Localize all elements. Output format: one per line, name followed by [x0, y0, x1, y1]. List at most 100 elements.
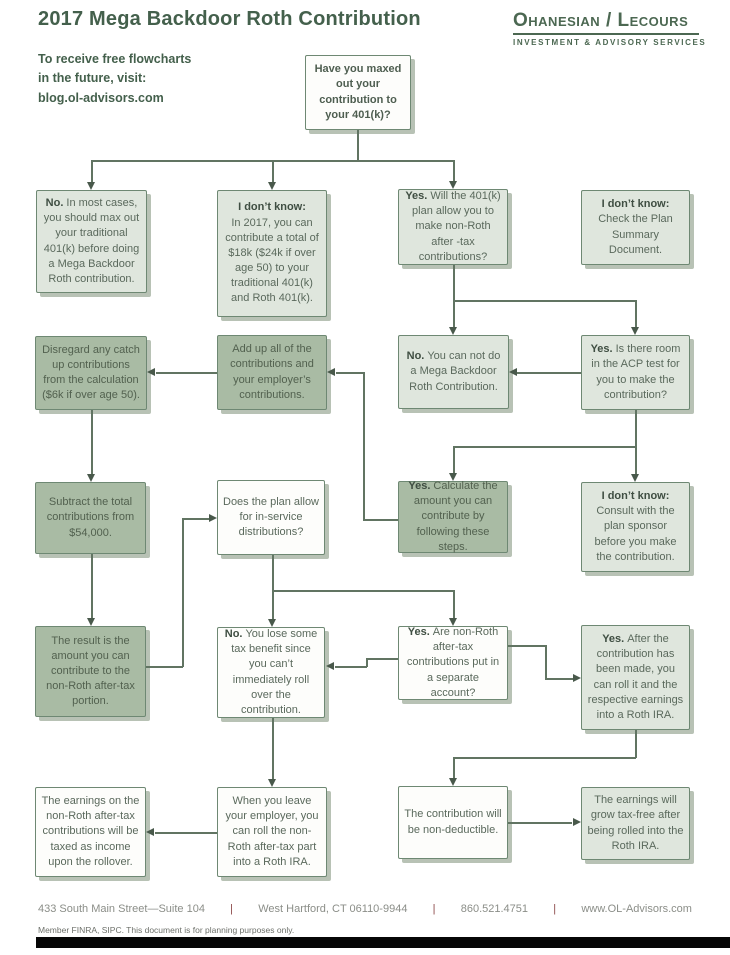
flow-node-idk-check-plan: I don’t know: Check the Plan Summary Docu… — [581, 190, 690, 265]
arrowhead-down-icon — [268, 619, 276, 627]
flow-connector — [508, 822, 572, 824]
blog-url-link[interactable]: blog.ol-advisors.com — [38, 91, 164, 105]
node-lead: I don’t know: — [238, 201, 306, 214]
arrowhead-down-icon — [87, 182, 95, 190]
flow-connector — [182, 518, 184, 667]
flow-node-no-max-out: No.In most cases, you should max out you… — [36, 190, 147, 293]
node-lead: No. — [224, 627, 243, 640]
flow-connector — [363, 519, 398, 521]
footer-phone: 860.521.4751 — [460, 903, 529, 915]
flow-connector — [156, 372, 217, 374]
node-lead: Yes. — [602, 632, 625, 645]
flow-node-non-deductible: The contribution will be non-deductible. — [398, 786, 508, 859]
flow-connector — [453, 757, 455, 778]
flow-connector — [453, 300, 636, 302]
node-text: Subtract the total contributions from $5… — [46, 496, 135, 539]
flow-node-disregard-catchup: Disregard any catch up contributions fro… — [35, 336, 147, 410]
flow-node-yes-roll-earnings: Yes.After the contribution has been made… — [581, 625, 690, 730]
node-lead: I don’t know: — [601, 490, 670, 503]
flow-node-yes-separate-account: Yes.Are non-Roth after-tax contributions… — [398, 626, 508, 700]
page-title: 2017 Mega Backdoor Roth Contribution — [38, 8, 421, 30]
footer-separator: | — [230, 903, 234, 915]
flow-connector — [635, 300, 637, 327]
arrowhead-down-icon — [631, 474, 639, 482]
node-lead: Yes. — [407, 626, 430, 639]
flow-node-no-lose-benefit: No.You lose some tax benefit since you c… — [217, 627, 325, 718]
company-logo: Ohanesian / Lecours Investment & Advisor… — [513, 10, 707, 47]
flow-connector — [91, 160, 93, 182]
flow-connector — [453, 446, 636, 448]
arrowhead-down-icon — [268, 779, 276, 787]
arrowhead-left-icon — [146, 828, 154, 836]
node-lead: Yes. — [590, 343, 613, 356]
flow-node-result-amount: The result is the amount you can contrib… — [35, 626, 146, 717]
arrowhead-left-icon — [327, 368, 335, 376]
footer-contact-row: 433 South Main Street—Suite 104 | West H… — [38, 903, 692, 915]
flow-node-subtract-54000: Subtract the total contributions from $5… — [35, 482, 146, 554]
flow-connector — [545, 645, 547, 679]
footer-address: 433 South Main Street—Suite 104 — [38, 903, 205, 915]
flow-node-when-you-leave: When you leave your employer, you can ro… — [217, 787, 327, 877]
arrowhead-right-icon — [573, 818, 581, 826]
flow-connector — [453, 590, 455, 618]
logo-tagline: Investment & Advisory Services — [513, 38, 707, 47]
flow-connector — [182, 518, 209, 520]
footer-separator: | — [553, 903, 557, 915]
flow-connector — [357, 130, 359, 161]
arrowhead-down-icon — [449, 778, 457, 786]
flow-connector — [336, 372, 364, 374]
flow-node-idk-consult-sponsor: I don’t know:Consult with the plan spons… — [581, 482, 690, 572]
arrowhead-left-icon — [326, 662, 334, 670]
node-lead: Yes. — [408, 480, 431, 493]
node-text: Are non-Roth after-tax contributions put… — [406, 626, 500, 699]
node-text: Does the plan allow for in-service distr… — [223, 495, 320, 539]
logo-name: Ohanesian / Lecours — [513, 10, 699, 35]
node-lead: No. — [45, 196, 64, 209]
node-text: Disregard any catch up contributions fro… — [42, 343, 140, 402]
flow-connector — [453, 446, 455, 473]
flow-node-idk-2017-limits: I don’t know: In 2017, you can contribute… — [217, 190, 327, 317]
flow-connector — [453, 300, 455, 327]
arrowhead-left-icon — [509, 368, 517, 376]
arrowhead-right-icon — [209, 514, 217, 522]
flow-connector — [635, 410, 637, 447]
flow-node-does-in-service: Does the plan allow for in-service distr… — [217, 480, 325, 555]
arrowhead-right-icon — [573, 674, 581, 682]
arrowhead-down-icon — [449, 327, 457, 335]
node-text: When you leave your employer, you can ro… — [225, 795, 319, 868]
node-text: You can not do a Mega Backdoor Roth Cont… — [409, 350, 501, 393]
node-text: The result is the amount you can contrib… — [46, 634, 135, 708]
node-text: After the contribution has been made, yo… — [587, 632, 684, 721]
flow-connector — [91, 410, 93, 474]
bottom-black-bar — [36, 937, 730, 948]
flow-connector — [335, 666, 367, 668]
arrowhead-down-icon — [87, 474, 95, 482]
arrowhead-down-icon — [631, 327, 639, 335]
footer-website-link[interactable]: www.OL-Advisors.com — [581, 903, 692, 915]
node-text: Calculate the amount you can contribute … — [413, 480, 498, 553]
node-lead: I don’t know: — [601, 198, 670, 211]
flow-connector — [272, 590, 454, 592]
footer-separator: | — [432, 903, 436, 915]
promo-line1: To receive free flowcharts — [38, 52, 192, 66]
flow-connector — [272, 718, 274, 779]
flow-node-earnings-taxed: The earnings on the non-Roth after-tax c… — [35, 787, 146, 877]
flow-connector — [453, 265, 455, 301]
node-lead: No. — [406, 350, 425, 363]
footer-city: West Hartford, CT 06110-9944 — [258, 903, 408, 915]
flow-connector — [366, 658, 398, 660]
flow-connector — [91, 554, 93, 618]
node-text: You lose some tax benefit since you can’… — [231, 627, 318, 716]
flow-node-add-up-contributions: Add up all of the contributions and your… — [217, 335, 327, 410]
node-text: In 2017, you can contribute a total of $… — [225, 216, 319, 305]
node-text: Check the Plan Summary Document. — [598, 213, 673, 256]
arrowhead-down-icon — [449, 618, 457, 626]
flow-connector — [517, 372, 581, 374]
node-text: Have you maxed out your contribution to … — [314, 63, 402, 121]
arrowhead-left-icon — [147, 368, 155, 376]
flow-connector — [366, 658, 368, 667]
arrowhead-down-icon — [449, 473, 457, 481]
flow-node-no-cannot-do: No.You can not do a Mega Backdoor Roth C… — [398, 335, 509, 409]
footer-disclaimer: Member FINRA, SIPC. This document is for… — [38, 925, 295, 935]
node-text: The earnings will grow tax-free after be… — [587, 794, 684, 852]
